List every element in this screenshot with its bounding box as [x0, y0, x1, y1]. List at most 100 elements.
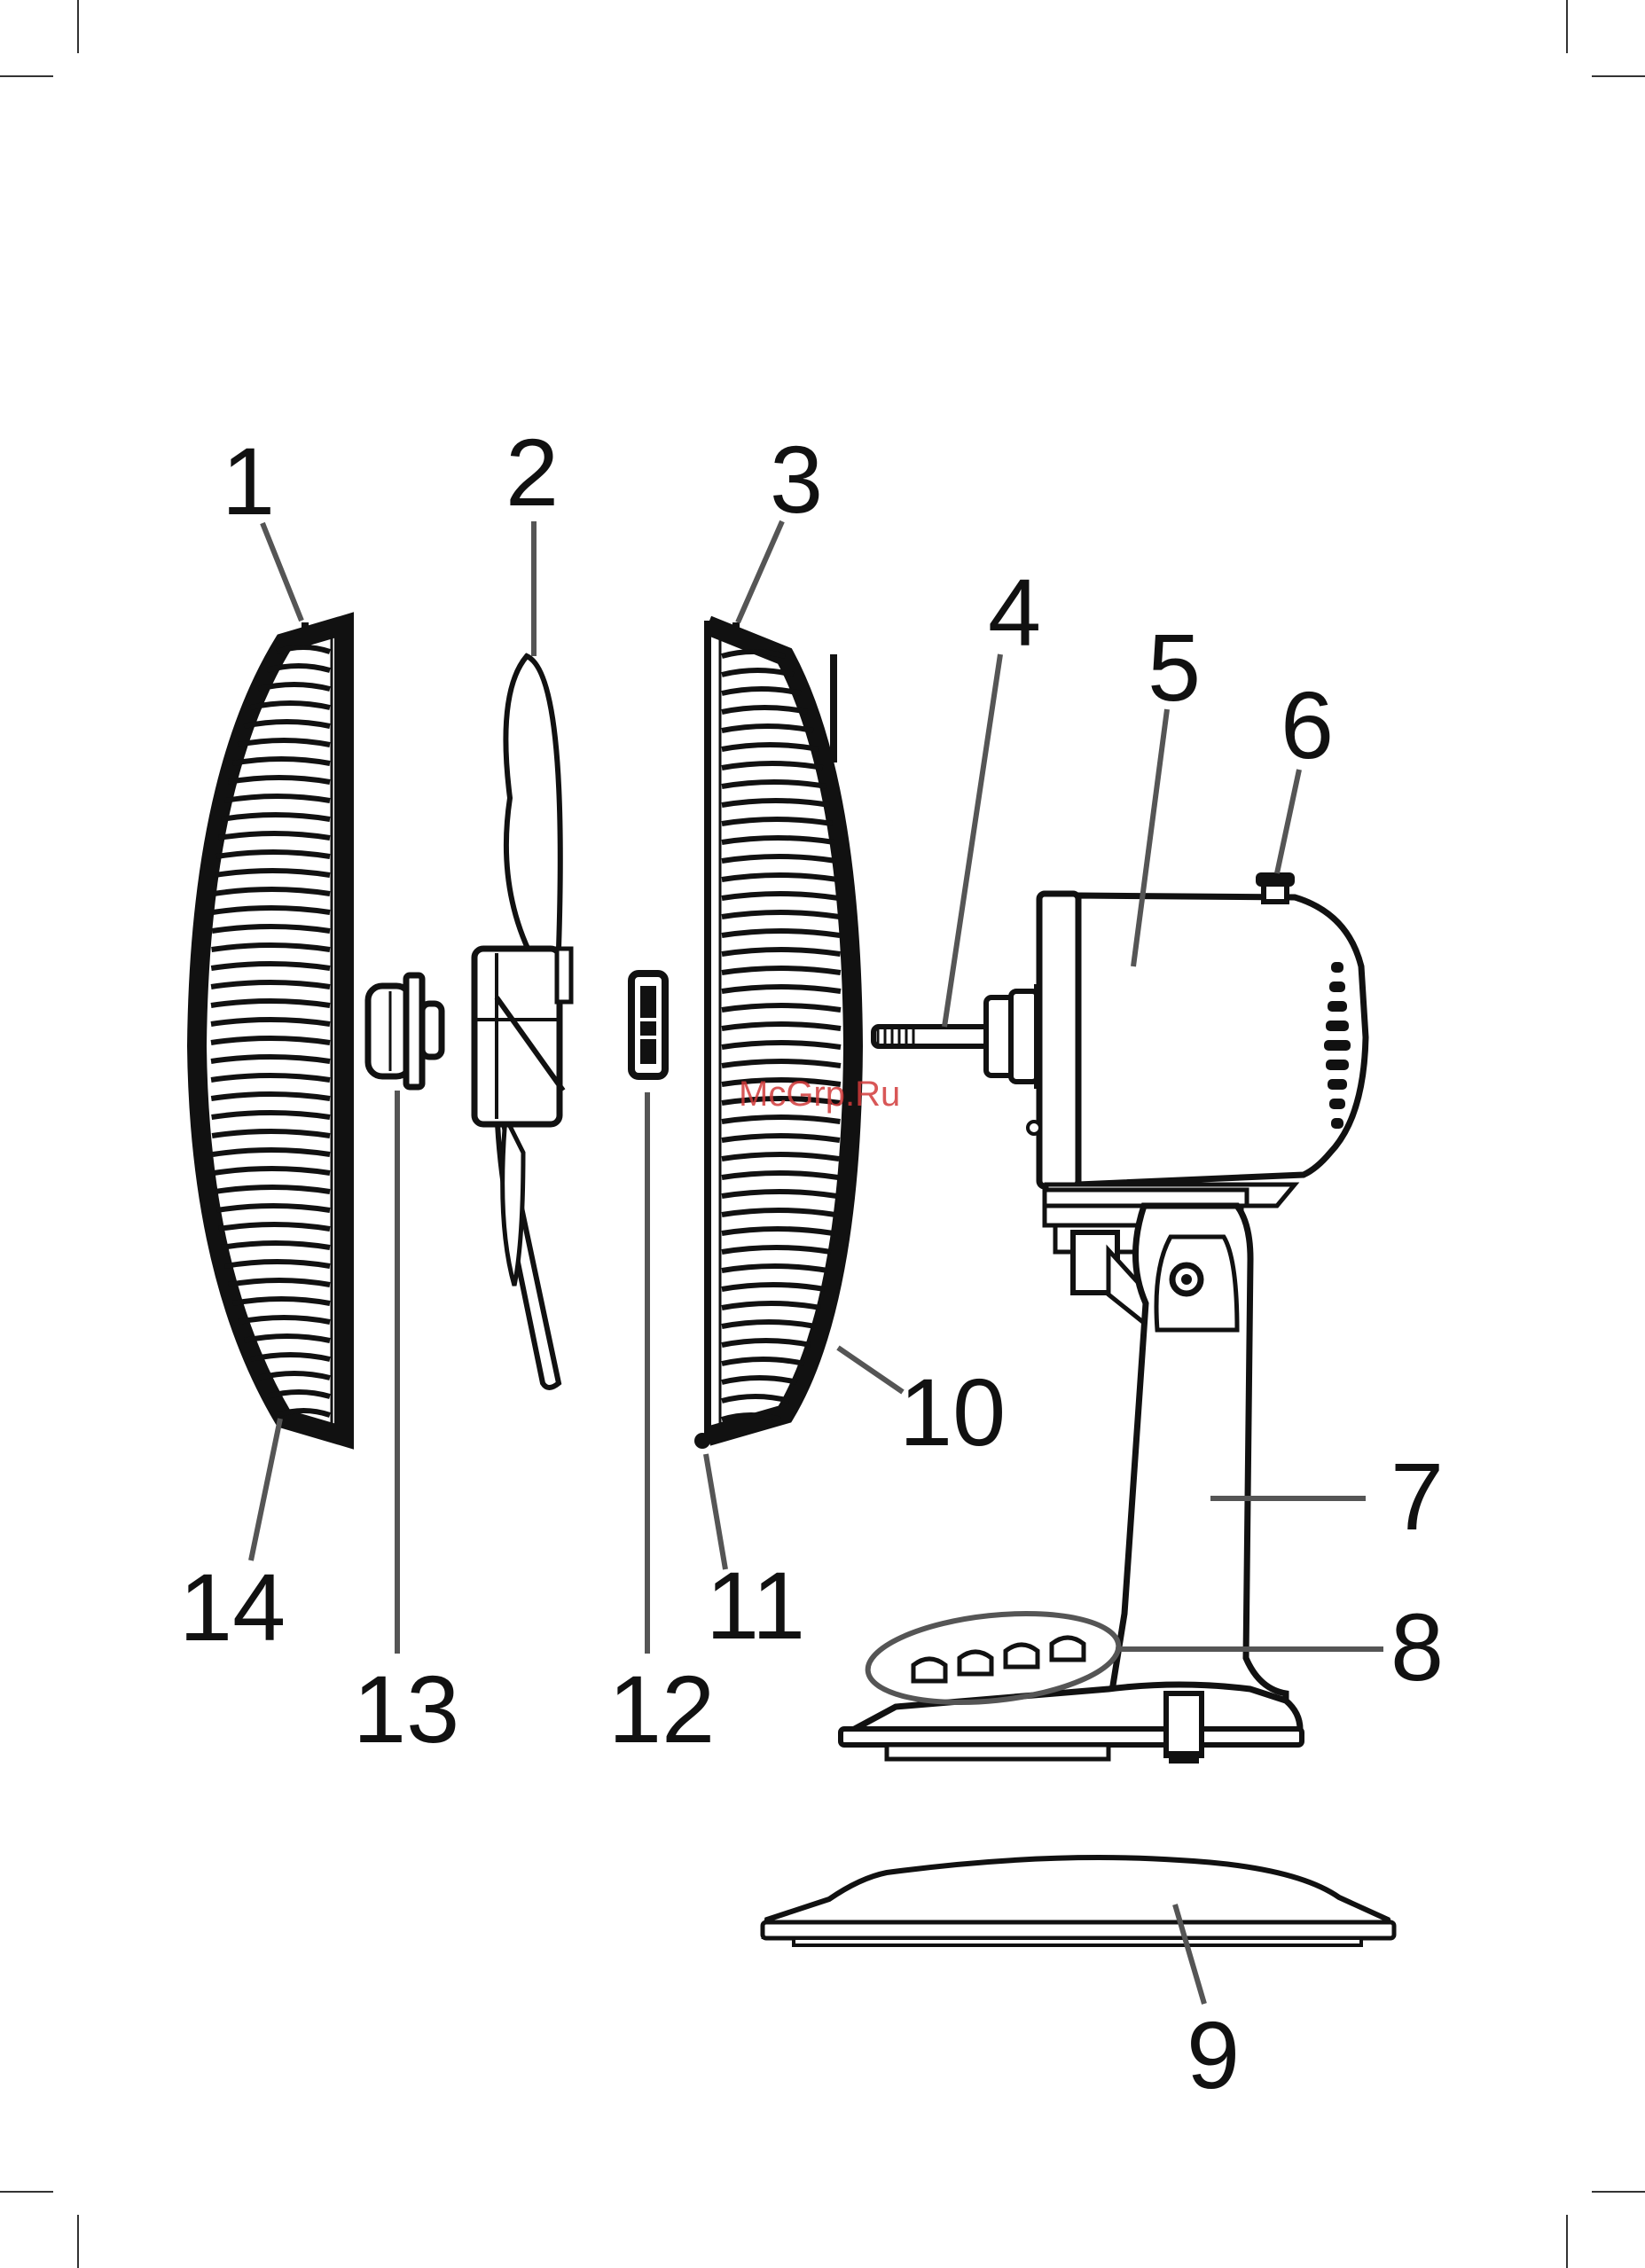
- grille-rib: [722, 1024, 841, 1028]
- base-plate: [763, 1857, 1394, 1945]
- grille-rib: [722, 1210, 835, 1215]
- grille-rib: [216, 1206, 330, 1210]
- grille-rib: [722, 819, 832, 824]
- grille-rib: [267, 666, 330, 670]
- grille-rib: [722, 1247, 831, 1252]
- grille-rib: [251, 703, 330, 708]
- callout-1: 1: [222, 427, 275, 535]
- grille-rib: [211, 1075, 330, 1080]
- grille-rib: [228, 778, 330, 782]
- speed-buttons: [913, 1638, 1084, 1681]
- grille-rib: [722, 1173, 838, 1177]
- front-grille: [197, 621, 344, 1441]
- speed-button: [1052, 1638, 1084, 1660]
- vent-slot: [1326, 1021, 1349, 1031]
- grille-rib: [722, 763, 823, 768]
- grille-rib: [722, 1043, 841, 1047]
- grille-rib: [214, 1169, 330, 1173]
- vent-slot: [1326, 1060, 1349, 1070]
- speed-button: [913, 1659, 945, 1681]
- grille-rib: [722, 652, 785, 656]
- grille-rib: [722, 1341, 811, 1345]
- rear-grille: [694, 621, 853, 1449]
- vent-slot: [1328, 1079, 1347, 1090]
- grille-rib: [277, 647, 330, 652]
- callout-10: 10: [899, 1358, 1006, 1466]
- grille-rib: [244, 722, 330, 726]
- grille-rib: [211, 1038, 330, 1043]
- vent-slot: [1329, 981, 1345, 992]
- grille-rib: [222, 1243, 330, 1247]
- spinner-cap: [368, 975, 442, 1087]
- callout-11: 11: [706, 1552, 805, 1659]
- grille-rib: [212, 927, 330, 931]
- grille-rib: [239, 1318, 330, 1322]
- grille-rib: [722, 1303, 820, 1308]
- grille-rib: [722, 1266, 828, 1271]
- grille-rib: [722, 1359, 804, 1364]
- vent-slot: [1324, 1040, 1351, 1051]
- callout-6: 6: [1281, 671, 1334, 778]
- grille-rib: [722, 1322, 816, 1326]
- grille-rib: [722, 894, 839, 898]
- callout-2: 2: [505, 418, 559, 526]
- grille-rib: [258, 684, 330, 689]
- grille-rib: [722, 875, 837, 880]
- callout-14: 14: [179, 1553, 286, 1661]
- vent-slot: [1328, 1001, 1347, 1012]
- grille-rib: [268, 1392, 330, 1396]
- grille-rib: [211, 1057, 330, 1061]
- grille-rib: [213, 908, 330, 912]
- watermark: McGrp.Ru: [739, 1075, 900, 1114]
- callout-9: 9: [1187, 2001, 1240, 2108]
- grille-rib: [722, 1061, 841, 1066]
- callout-labels: 1 2 3 4 5 6 7 8 9 10 11 12 13 14: [179, 418, 1444, 2108]
- callout-3: 3: [770, 426, 823, 533]
- grille-rib: [212, 1113, 330, 1117]
- speed-button: [960, 1652, 991, 1674]
- grille-rib: [214, 889, 330, 894]
- motor-shaft: [873, 984, 1043, 1089]
- grille-rib: [216, 852, 330, 856]
- grille-rib: [211, 982, 330, 987]
- grille-rib: [722, 1136, 840, 1140]
- grille-rib: [722, 801, 829, 805]
- grille-rib: [722, 987, 841, 991]
- grille-rib: [211, 1094, 330, 1099]
- grille-rib: [211, 1020, 330, 1024]
- grille-rib: [722, 1192, 837, 1196]
- grille-rib: [722, 950, 841, 954]
- callout-8: 8: [1390, 1593, 1444, 1701]
- grille-rib: [722, 1285, 825, 1289]
- fan-blade: [474, 656, 571, 1388]
- grille-rib: [244, 1336, 330, 1341]
- grille-rib: [224, 1262, 330, 1266]
- grille-rib: [233, 1299, 330, 1303]
- speed-button: [1006, 1645, 1038, 1667]
- callout-5: 5: [1148, 614, 1201, 721]
- grille-rib: [722, 745, 819, 749]
- grille-rib: [222, 815, 330, 819]
- grille-rib: [233, 759, 330, 763]
- vent-slot: [1329, 1099, 1345, 1109]
- grille-rib: [211, 1001, 330, 1005]
- locking-nut: [631, 974, 665, 1076]
- grille-rib: [212, 1131, 330, 1136]
- motor-housing: [1028, 894, 1366, 1206]
- grille-rib: [722, 1005, 841, 1010]
- grille-rib: [212, 945, 330, 950]
- grille-rib: [219, 833, 330, 838]
- callout-12: 12: [608, 1655, 715, 1763]
- grille-rib: [722, 670, 794, 675]
- grille-rib: [722, 1154, 839, 1159]
- grille-rib: [213, 1150, 330, 1154]
- grille-rib: [722, 1396, 789, 1401]
- grille-rib: [219, 1224, 330, 1229]
- grille-rib: [722, 708, 808, 712]
- grille-rib: [722, 1378, 797, 1382]
- grille-rib: [215, 1187, 330, 1192]
- callout-13: 13: [353, 1655, 459, 1763]
- grille-rib: [211, 964, 330, 968]
